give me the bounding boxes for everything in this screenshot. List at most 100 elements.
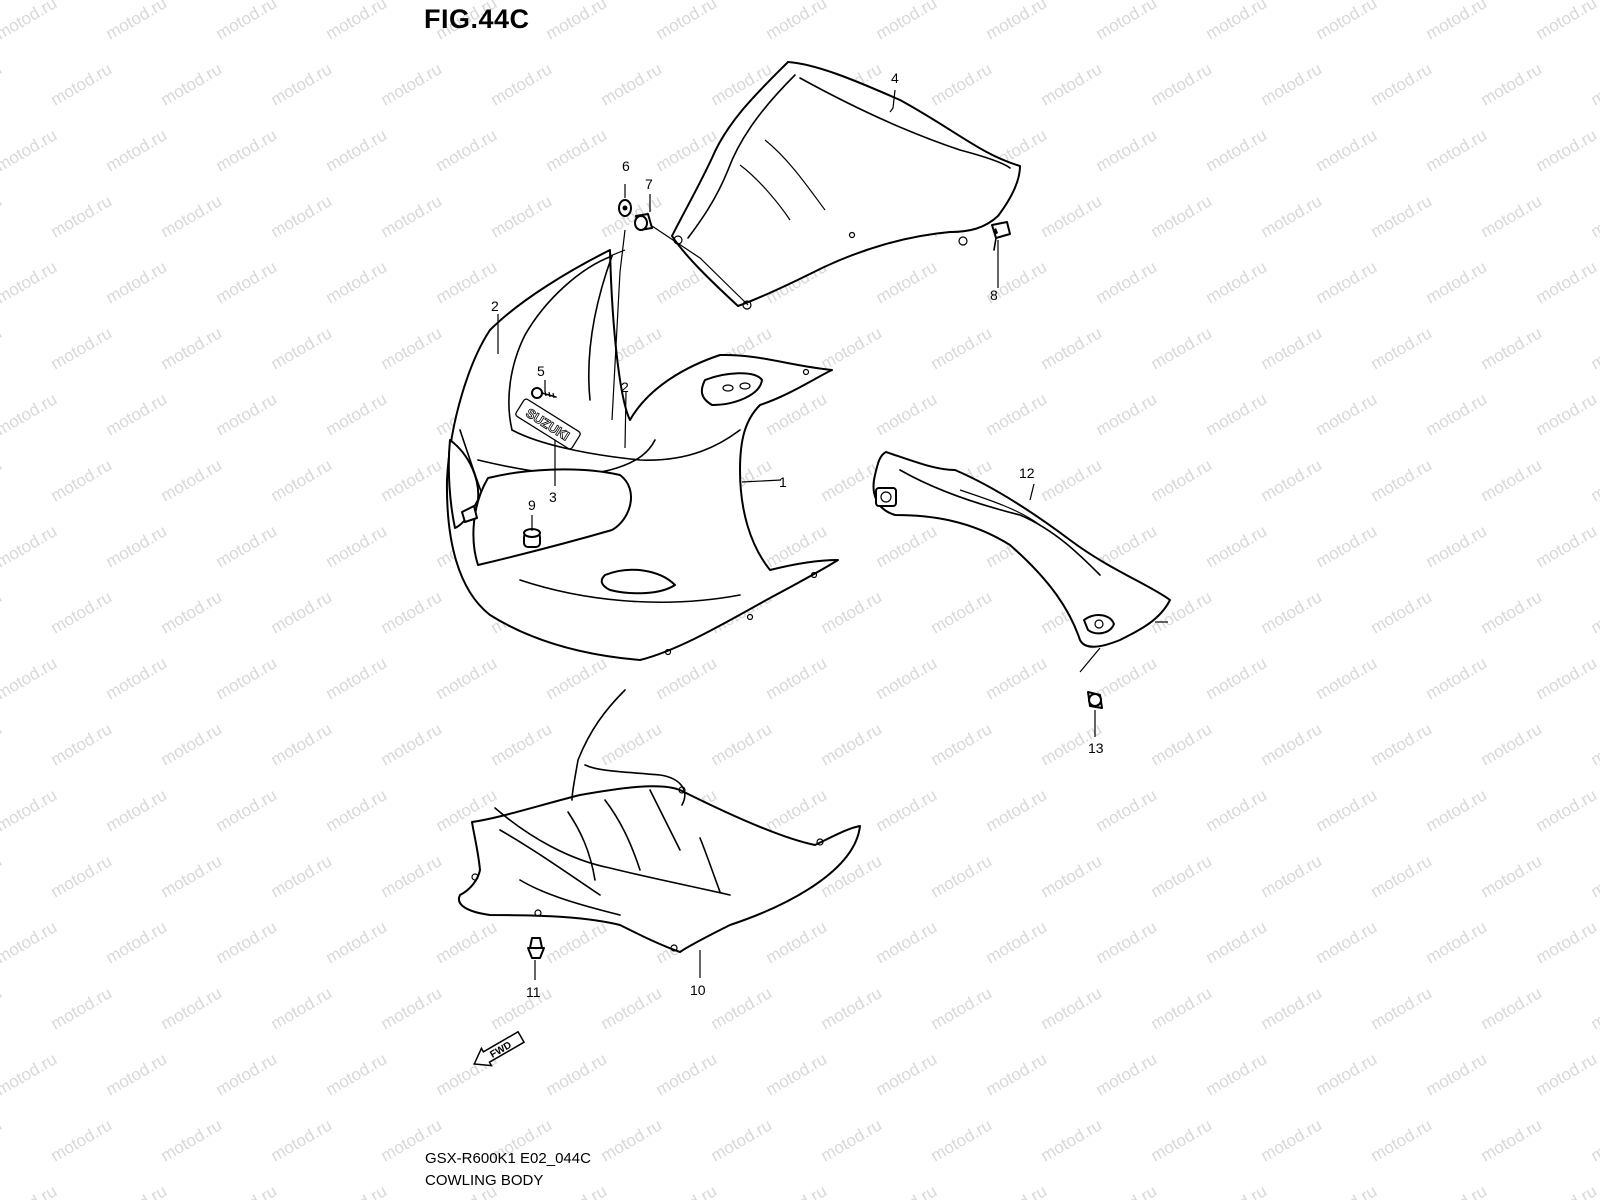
watermark-text: motod.ru: [1588, 1115, 1600, 1165]
watermark-text: motod.ru: [48, 851, 116, 901]
watermark-text: motod.ru: [103, 1049, 171, 1099]
watermark-text: motod.ru: [708, 983, 776, 1033]
watermark-text: motod.ru: [653, 0, 721, 43]
watermark-text: motod.ru: [323, 785, 391, 835]
model-code-label: GSX-R600K1 E02_044C: [425, 1150, 591, 1167]
watermark-text: motod.ru: [1588, 983, 1600, 1033]
watermark-text: motod.ru: [763, 1181, 831, 1200]
watermark-text: motod.ru: [158, 983, 226, 1033]
watermark-text: motod.ru: [378, 983, 446, 1033]
watermark-text: motod.ru: [0, 323, 5, 373]
watermark-text: motod.ru: [0, 1115, 5, 1165]
watermark-text: motod.ru: [818, 719, 886, 769]
watermark-text: motod.ru: [1313, 1049, 1381, 1099]
watermark-text: motod.ru: [1588, 191, 1600, 241]
watermark-text: motod.ru: [0, 521, 60, 571]
watermark-text: motod.ru: [983, 917, 1051, 967]
watermark-text: motod.ru: [0, 0, 60, 43]
watermark-text: motod.ru: [1533, 1181, 1600, 1200]
watermark-text: motod.ru: [1093, 257, 1161, 307]
watermark-text: motod.ru: [928, 587, 996, 637]
watermark-text: motod.ru: [323, 917, 391, 967]
watermark-text: motod.ru: [1148, 323, 1216, 373]
watermark-text: motod.ru: [1203, 785, 1271, 835]
watermark-text: motod.ru: [1423, 1049, 1491, 1099]
watermark-text: motod.ru: [0, 983, 5, 1033]
watermark-text: motod.ru: [928, 851, 996, 901]
watermark-text: motod.ru: [1533, 521, 1600, 571]
watermark-text: motod.ru: [1368, 983, 1436, 1033]
watermark-text: motod.ru: [213, 1049, 281, 1099]
watermark-text: motod.ru: [323, 521, 391, 571]
watermark-text: motod.ru: [1148, 851, 1216, 901]
watermark-text: motod.ru: [0, 851, 5, 901]
watermark-text: motod.ru: [1368, 191, 1436, 241]
part-1-upper-cowling: SUZUKI: [445, 249, 839, 661]
watermark-text: motod.ru: [873, 389, 941, 439]
watermark-text: motod.ru: [158, 191, 226, 241]
watermark-text: motod.ru: [1148, 983, 1216, 1033]
watermark-text: motod.ru: [48, 323, 116, 373]
watermark-text: motod.ru: [268, 851, 336, 901]
watermark-text: motod.ru: [378, 587, 446, 637]
watermark-text: motod.ru: [48, 587, 116, 637]
watermark-text: motod.ru: [763, 917, 831, 967]
watermark-text: motod.ru: [378, 851, 446, 901]
watermark-text: motod.ru: [1423, 125, 1491, 175]
watermark-text: motod.ru: [873, 785, 941, 835]
watermark-text: motod.ru: [0, 719, 5, 769]
watermark-text: motod.ru: [1588, 455, 1600, 505]
callout-1: 1: [779, 474, 787, 490]
watermark-text: motod.ru: [1203, 125, 1271, 175]
callout-7: 7: [645, 176, 653, 192]
watermark-text: motod.ru: [983, 1049, 1051, 1099]
watermark-text: motod.ru: [1478, 59, 1546, 109]
watermark-text: motod.ru: [1478, 587, 1546, 637]
watermark-text: motod.ru: [1533, 257, 1600, 307]
watermark-text: motod.ru: [1038, 59, 1106, 109]
watermark-text: motod.ru: [598, 59, 666, 109]
watermark-text: motod.ru: [0, 389, 60, 439]
watermark-text: motod.ru: [1478, 983, 1546, 1033]
callout-4: 4: [891, 70, 899, 86]
watermark-text: motod.ru: [213, 521, 281, 571]
watermark-text: motod.ru: [48, 983, 116, 1033]
watermark-text: motod.ru: [103, 785, 171, 835]
watermark-text: motod.ru: [873, 1049, 941, 1099]
watermark-text: motod.ru: [873, 653, 941, 703]
watermark-text: motod.ru: [213, 917, 281, 967]
watermark-text: motod.ru: [1258, 983, 1326, 1033]
watermark-text: motod.ru: [1368, 719, 1436, 769]
part-6-washer: [618, 199, 632, 217]
watermark-text: motod.ru: [488, 191, 556, 241]
watermark-text: motod.ru: [1093, 0, 1161, 43]
watermark-text: motod.ru: [543, 125, 611, 175]
watermark-text: motod.ru: [378, 323, 446, 373]
watermark-text: motod.ru: [1533, 0, 1600, 43]
watermark-text: motod.ru: [1203, 389, 1271, 439]
watermark-text: motod.ru: [598, 719, 666, 769]
watermark-text: motod.ru: [48, 191, 116, 241]
part-8-bolt: [991, 221, 1011, 251]
watermark-text: motod.ru: [1313, 125, 1381, 175]
watermark-text: motod.ru: [1588, 719, 1600, 769]
watermark-text: motod.ru: [1313, 653, 1381, 703]
watermark-text: motod.ru: [433, 257, 501, 307]
watermark-text: motod.ru: [543, 0, 611, 43]
watermark-text: motod.ru: [1258, 1115, 1326, 1165]
watermark-text: motod.ru: [1038, 323, 1106, 373]
watermark-text: motod.ru: [1423, 257, 1491, 307]
watermark-text: motod.ru: [543, 1181, 611, 1200]
watermark-text: motod.ru: [983, 785, 1051, 835]
watermark-text: motod.ru: [213, 257, 281, 307]
watermark-text: motod.ru: [103, 125, 171, 175]
watermark-text: motod.ru: [1368, 323, 1436, 373]
watermark-text: motod.ru: [1533, 125, 1600, 175]
watermark-text: motod.ru: [0, 257, 60, 307]
watermark-text: motod.ru: [0, 59, 5, 109]
watermark-text: motod.ru: [1038, 1115, 1106, 1165]
watermark-text: motod.ru: [488, 719, 556, 769]
watermark-text: motod.ru: [48, 59, 116, 109]
watermark-text: motod.ru: [1093, 125, 1161, 175]
watermark-text: motod.ru: [0, 125, 60, 175]
